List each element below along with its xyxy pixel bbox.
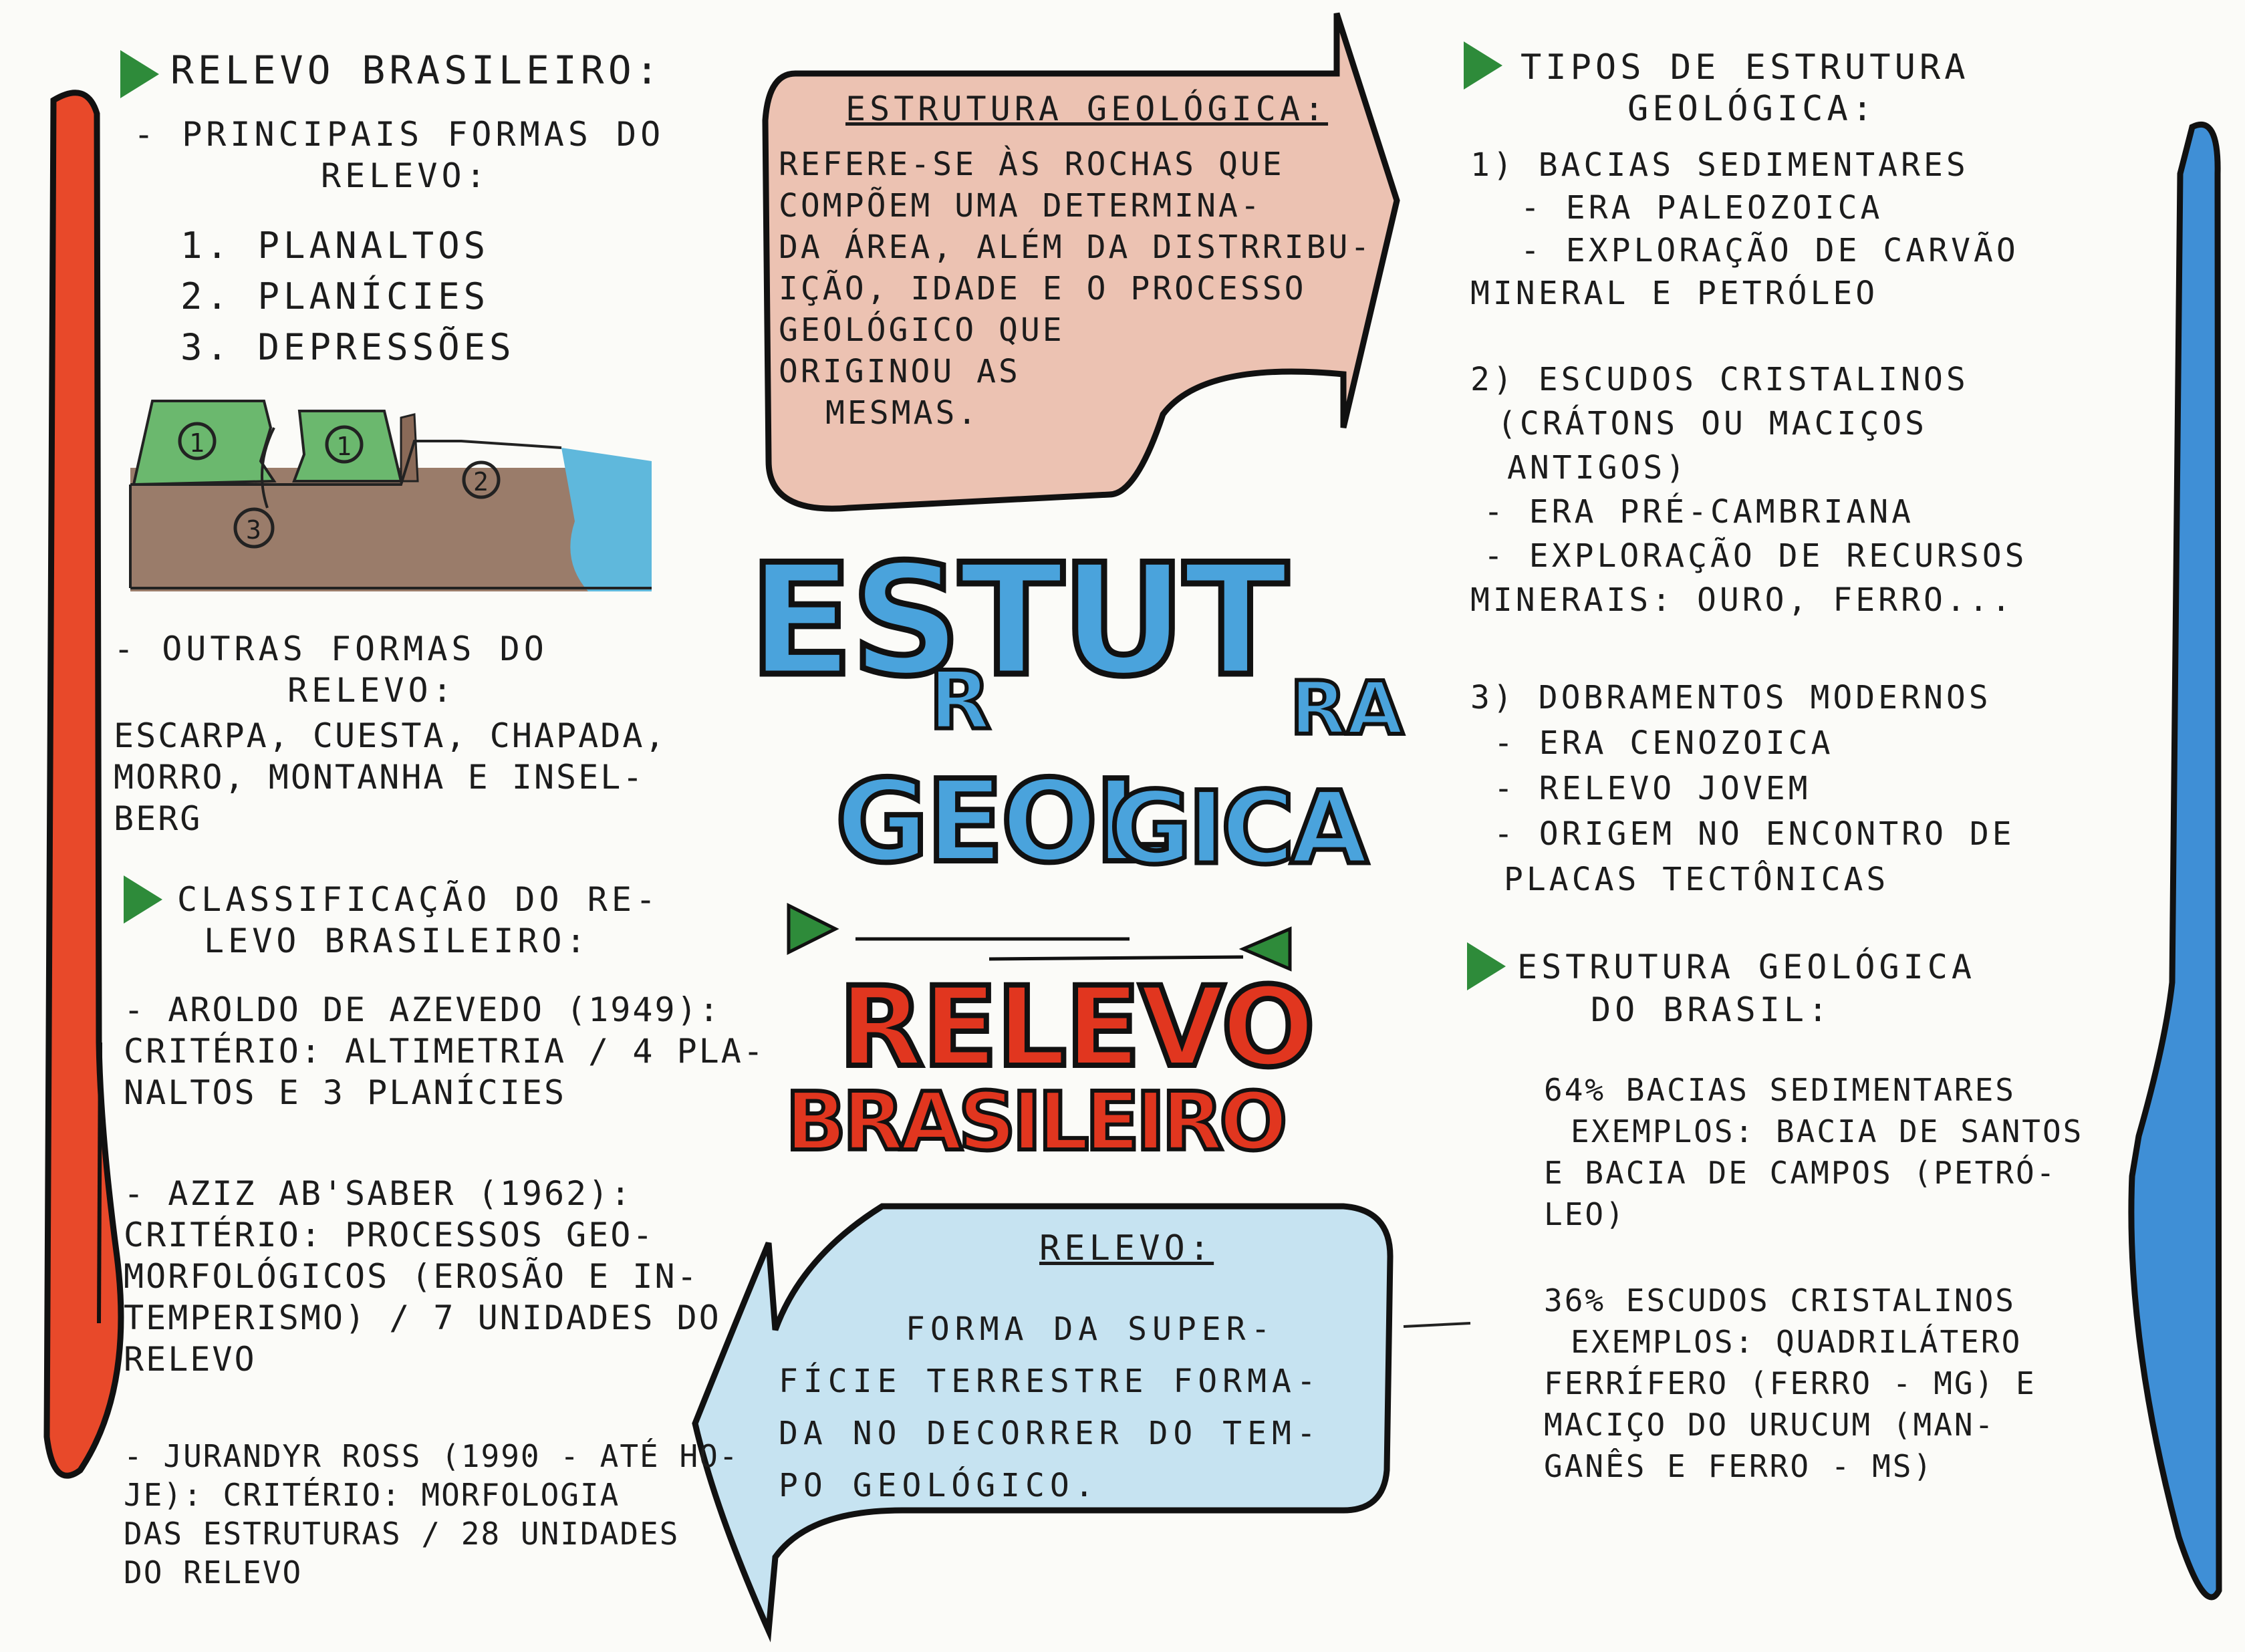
classificacao-heading: CLASSIFICAÇÃO DO RE- LEVO BRASILEIRO: [177,880,660,960]
title-relevo: RELEVO [836,963,1318,1091]
relief-diagram [129,400,652,591]
estrutura-box-text: REFERE-SE ÀS ROCHAS QUE COMPÕEM UMA DETE… [779,146,1373,432]
divider-line [1403,1322,1471,1328]
relevo-definition-box [692,1203,1394,1643]
title-estrutura-ra: RA [1288,666,1406,751]
relevo-box-title: RELEVO: [1039,1228,1214,1268]
diagram-label-3: 3 [246,515,265,545]
heading-relevo-brasileiro: RELEVO BRASILEIRO: [170,47,663,93]
title-brasileiro: BRASILEIRO [783,1076,1289,1169]
diagram-label-1b: 1 [336,432,356,461]
brasil-heading: ESTRUTURA GEOLÓGICA DO BRASIL: [1517,948,1976,1029]
outras-formas-list: ESCARPA, CUESTA, CHAPADA, MORRO, MONTANH… [114,716,667,838]
blue-side-bar [2128,121,2222,1601]
relevo-box-text: FORMA DA SUPER- FÍCIE TERRESTRE FORMA- D… [779,1311,1321,1504]
red-bar-inner-line [97,1042,102,1324]
outras-formas-title: - OUTRAS FORMAS DO RELEVO: [114,630,548,710]
tipo-bacias: 1) BACIAS SEDIMENTARES - ERA PALEOZOICA … [1470,146,2019,312]
diagram-marker-1a [178,422,217,460]
diagram-marker-2 [462,460,501,499]
bullet-triangle-icon [1467,942,1506,990]
diagram-marker-3 [233,507,275,549]
list-item: 3. DEPRESSÕES [180,326,515,368]
estrutura-definition-box [762,12,1400,512]
brasil-64-bacias: 64% BACIAS SEDIMENTARES EXEMPLOS: BACIA … [1544,1072,2084,1232]
tipo-dobramentos: 3) DOBRAMENTOS MODERNOS - ERA CENOZOICA … [1470,679,2015,898]
estrutura-box-title: ESTRUTURA GEOLÓGICA: [845,90,1329,128]
diagram-label-2: 2 [473,467,493,497]
title-rule-2 [988,955,1244,961]
classificacao-aroldo: - AROLDO DE AZEVEDO (1949): CRITÉRIO: AL… [124,990,765,1112]
principais-formas-title: - PRINCIPAIS FORMAS DO RELEVO: [134,115,665,195]
title-geologica-1: GEOL [833,756,1170,888]
list-item: 2. PLANÍCIES [180,275,490,317]
tipos-heading: TIPOS DE ESTRUTURA GEOLÓGICA: [1521,47,1970,129]
classificacao-aziz: - AZIZ AB'SABER (1962): CRITÉRIO: PROCES… [124,1174,721,1379]
green-triangle-right [1238,926,1292,972]
green-triangle-left [787,902,839,956]
diagram-marker-1b [325,425,364,464]
title-estrutura-main: ESTUT [745,532,1291,710]
diagram-label-1a: 1 [189,428,209,458]
bullet-triangle-icon [120,50,159,98]
list-item: 1. PLANALTOS [180,225,490,267]
tipo-escudos: 2) ESCUDOS CRISTALINOS (CRÁTONS OU MACIÇ… [1470,361,2028,619]
brasil-36-escudos: 36% ESCUDOS CRISTALINOS EXEMPLOS: QUADRI… [1544,1282,2036,1484]
classificacao-jurandyr: - JURANDYR ROSS (1990 - ATÉ HO- JE): CRI… [124,1438,739,1591]
principais-formas-list: 1. PLANALTOS 2. PLANÍCIES 3. DEPRESSÕES [180,221,515,373]
title-estrutura-r: R [927,655,993,748]
bullet-triangle-icon [124,875,162,924]
red-side-bar [43,90,124,1479]
bullet-triangle-icon [1464,41,1502,90]
title-geologica-2: GICA [1107,771,1370,887]
